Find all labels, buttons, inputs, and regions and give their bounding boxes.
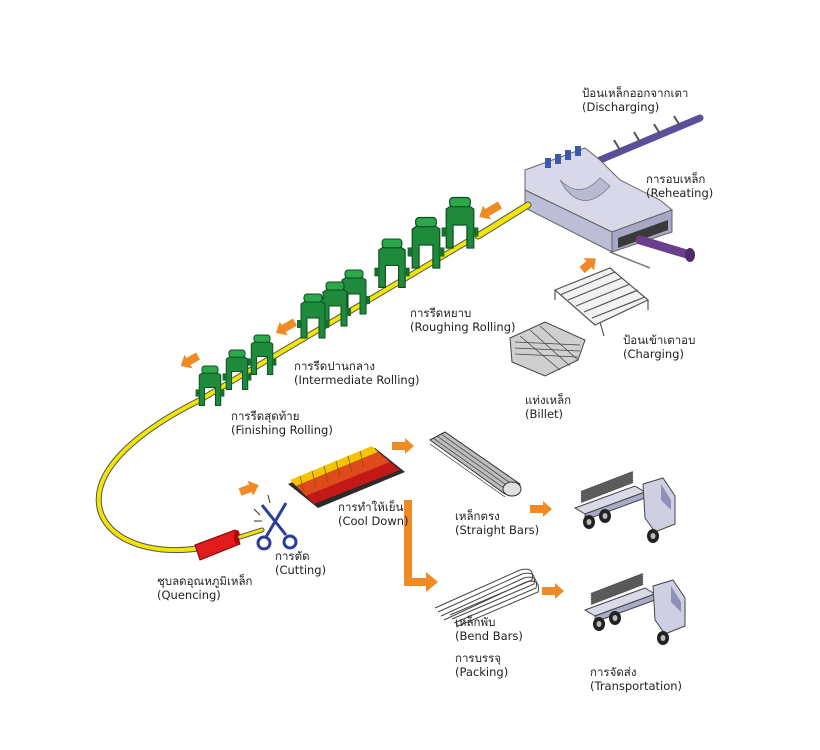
rolling-mill-stands bbox=[195, 196, 479, 407]
cooling-bed bbox=[288, 446, 405, 508]
arrow-icon bbox=[404, 500, 438, 592]
mill-stand bbox=[195, 365, 225, 407]
label-bend-bars: เหล็กพับ(Bend Bars) bbox=[455, 615, 523, 643]
truck-icon bbox=[573, 471, 676, 543]
label-quencing: ชุบลดอุณหภูมิเหล็ก(Quencing) bbox=[157, 574, 253, 602]
mill-stand bbox=[374, 238, 410, 288]
arrow-icon bbox=[542, 583, 564, 599]
label-intermediate: การรีดปานกลาง(Intermediate Rolling) bbox=[294, 359, 420, 387]
arrow-icon bbox=[530, 501, 552, 517]
label-charging: ป้อนเข้าเตาอบ(Charging) bbox=[623, 333, 696, 361]
arrow-icon bbox=[579, 258, 596, 274]
charging-table bbox=[553, 267, 650, 337]
scissors-icon bbox=[253, 494, 298, 551]
mill-stand bbox=[297, 293, 329, 339]
label-straight-bars: เหล็กตรง(Straight Bars) bbox=[455, 509, 540, 537]
label-cooldown: การทำให้เย็น(Cool Down) bbox=[338, 500, 409, 528]
label-discharging: ป้อนเหล็กออกจากเตา(Discharging) bbox=[582, 86, 689, 114]
steel-bar-path bbox=[95, 201, 532, 554]
billet-stack bbox=[509, 321, 586, 377]
mill-stand bbox=[247, 334, 277, 376]
mill-stand bbox=[441, 196, 479, 249]
arrow-icon bbox=[275, 318, 297, 336]
mill-stand bbox=[407, 216, 445, 269]
reheating-furnace bbox=[524, 146, 695, 269]
mill-stand bbox=[222, 349, 252, 391]
arrow-icon bbox=[392, 438, 414, 454]
label-finishing: การรีดสุดท้าย(Finishing Rolling) bbox=[231, 409, 333, 437]
quench-tube bbox=[194, 527, 265, 561]
arrow-icon bbox=[479, 201, 502, 220]
bend-bars-bundle bbox=[434, 568, 539, 628]
label-transportation: การจัดส่ง(Transportation) bbox=[590, 665, 683, 693]
flow-arrows bbox=[180, 201, 596, 599]
label-packing: การบรรจุ(Packing) bbox=[455, 651, 509, 679]
discharging-pusher bbox=[596, 114, 704, 164]
label-cutting: การตัด(Cutting) bbox=[275, 549, 327, 577]
arrow-icon bbox=[180, 352, 200, 369]
label-roughing: การรีดหยาบ(Roughing Rolling) bbox=[410, 306, 516, 334]
label-billet: แท่งเหล็ก(Billet) bbox=[525, 393, 572, 421]
label-reheating: การอบเหล็ก(Reheating) bbox=[646, 172, 714, 200]
arrow-icon bbox=[238, 480, 259, 496]
truck-icon bbox=[583, 573, 686, 645]
straight-bars-bundle bbox=[429, 431, 522, 498]
